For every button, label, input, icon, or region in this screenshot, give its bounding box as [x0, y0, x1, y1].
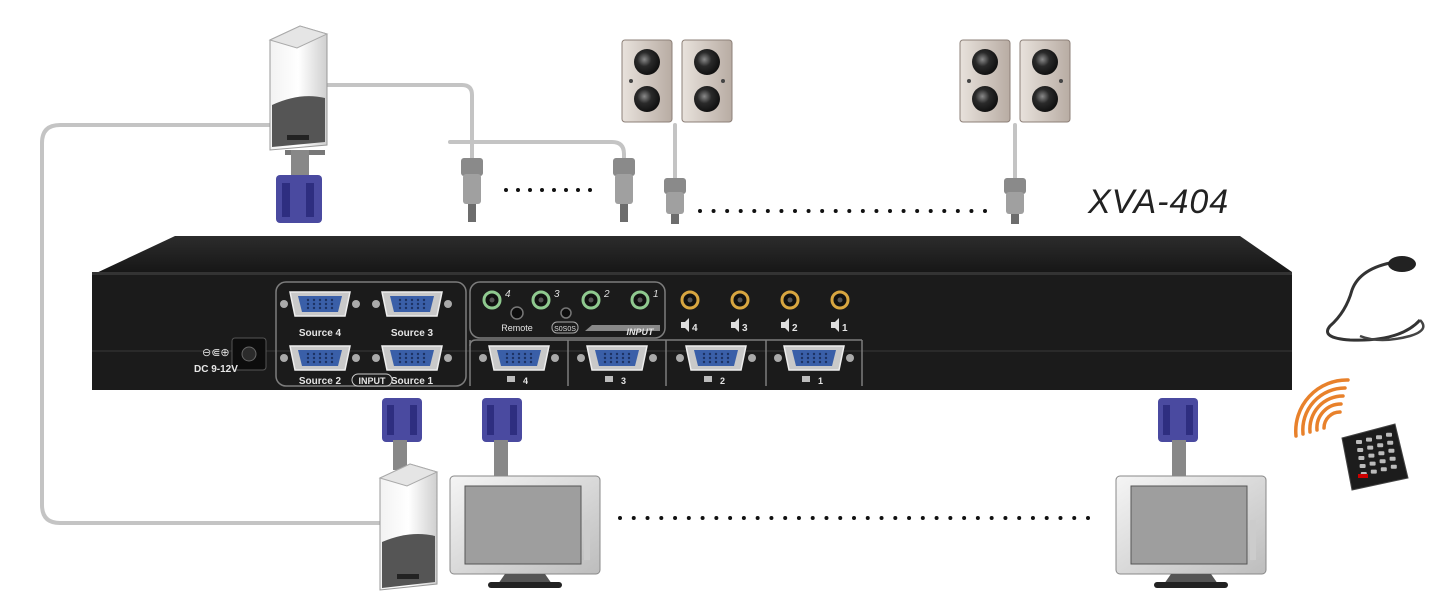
small-jack-label: S0S0S	[554, 326, 576, 333]
monitor-icon	[704, 376, 712, 382]
speaker-icon	[781, 318, 789, 332]
small-jack	[560, 307, 572, 319]
speaker-icon	[731, 318, 739, 332]
audio-input-label: 4	[505, 289, 511, 300]
vga-output-label: 3	[621, 376, 626, 386]
speaker-pair-1	[621, 39, 733, 123]
vga-output-label: 2	[720, 376, 725, 386]
vga-input-port	[372, 345, 452, 371]
vga-output-port	[676, 345, 756, 371]
vga-output-port	[577, 345, 657, 371]
ir-sensor	[1326, 256, 1425, 342]
pc-tower-bottom	[378, 463, 439, 591]
vga-plugs-bottom	[382, 398, 1198, 478]
vga-input-group-label: INPUT	[359, 376, 387, 386]
continuation-dots	[504, 188, 1090, 520]
svg-text:⊖⋐⊕: ⊖⋐⊕	[202, 347, 230, 359]
audio-input-group-label: INPUT	[627, 327, 656, 337]
vga-plug-pc1	[276, 150, 322, 223]
audio-output-label: 2	[792, 323, 798, 334]
remote-jack	[510, 306, 524, 320]
remote-control	[1294, 378, 1409, 491]
vga-input-port	[372, 291, 452, 317]
audio-input-label: 3	[554, 289, 560, 300]
audio-input-label: 2	[603, 289, 610, 300]
vga-input-label: Source 2	[299, 376, 342, 387]
monitor-2	[1115, 475, 1267, 588]
vga-output-label: 1	[818, 376, 823, 386]
vga-output-port	[774, 345, 854, 371]
vga-input-port	[280, 345, 360, 371]
speaker-icon	[681, 318, 689, 332]
audio-input-group-outline	[469, 281, 666, 339]
monitor-1	[449, 475, 601, 588]
cable-keyboard-loop	[40, 123, 382, 525]
audio-plugs-top	[461, 158, 1026, 224]
audio-output-label: 4	[692, 323, 698, 334]
vga-output-port	[479, 345, 559, 371]
monitor-icon	[802, 376, 810, 382]
vga-input-label: Source 3	[391, 328, 434, 339]
vga-output-label: 4	[523, 376, 528, 386]
speaker-pair-2	[959, 39, 1071, 123]
monitor-icon	[507, 376, 515, 382]
audio-output-label: 3	[742, 323, 748, 334]
cable-pc-audio	[325, 83, 474, 162]
power-jack: ⊖⋐⊕	[202, 337, 267, 371]
vga-input-port	[280, 291, 360, 317]
audio-input-label: 1	[653, 289, 659, 300]
remote-label: Remote	[501, 323, 533, 333]
power-label: DC 9-12V	[194, 364, 238, 375]
vga-input-label: Source 4	[299, 328, 342, 339]
pc-tower-top	[268, 25, 329, 155]
audio-output-label: 1	[842, 323, 848, 334]
monitor-icon	[605, 376, 613, 382]
vga-input-label: Source 1	[391, 376, 434, 387]
switcher-device: ⊖⋐⊕ DC 9-12V Source 4 Source 3 Source 2 Sou…	[92, 236, 1292, 390]
model-title: XVA-404	[1088, 183, 1230, 221]
speaker-icon	[831, 318, 839, 332]
cable-audio-in	[448, 140, 626, 162]
